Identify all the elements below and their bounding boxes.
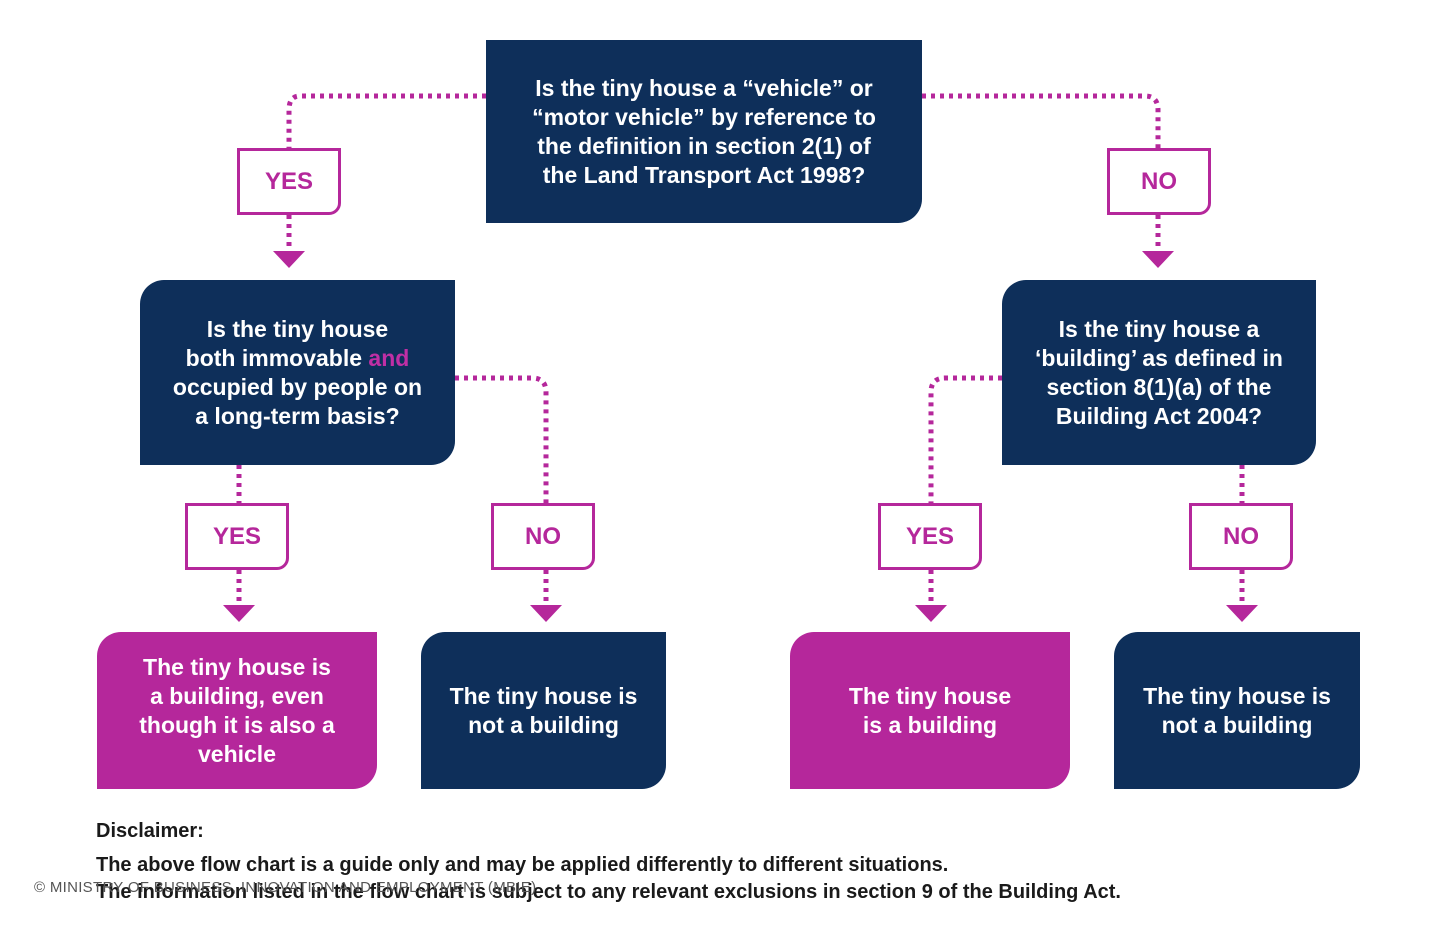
label-q1-yes-text: YES	[264, 167, 314, 195]
q2-line1: Is the tiny house	[206, 315, 389, 342]
label-q2-yes-text: YES	[212, 522, 262, 550]
disclaimer-title: Disclaimer:	[96, 820, 204, 842]
connector-q1-yes	[286, 93, 486, 148]
label-q1-no-text: NO	[1141, 167, 1177, 195]
label-q2-no-text: NO	[525, 522, 561, 550]
result-not-building-right: The tiny house is not a building	[1114, 632, 1360, 789]
connector-q3-yes	[928, 375, 1002, 503]
question-building-definition: Is the tiny house a ‘building’ as define…	[1002, 280, 1316, 465]
question-vehicle-text: Is the tiny house a “vehicle” or “motor …	[532, 74, 876, 188]
label-q3-no-text: NO	[1223, 522, 1259, 550]
question-vehicle: Is the tiny house a “vehicle” or “motor …	[486, 40, 922, 223]
disclaimer-line-2: The information listed in the flow chart…	[96, 881, 1121, 903]
connector-q2-no	[455, 375, 549, 503]
result-is-building: The tiny house is a building	[790, 632, 1070, 789]
copyright-notice: © MINISTRY OF BUSINESS, INNOVATION AND E…	[34, 879, 537, 896]
label-q2-no: NO	[491, 503, 595, 570]
connector-q1-no	[922, 93, 1161, 148]
result-not-building-left-text: The tiny house is not a building	[449, 682, 638, 738]
arrowhead-q1-yes	[273, 251, 305, 268]
disclaimer-line-1: The above flow chart is a guide only and…	[96, 854, 949, 876]
label-q1-yes: YES	[237, 148, 341, 215]
result-building-and-vehicle-text: The tiny house is a building, even thoug…	[139, 653, 335, 767]
arrowhead-q2-no	[530, 605, 562, 622]
q2-and-highlight: and	[368, 344, 410, 371]
arrowhead-q3-yes	[915, 605, 947, 622]
question-immovable: Is the tiny house both immovable and occ…	[140, 280, 455, 465]
label-q3-no: NO	[1189, 503, 1293, 570]
question-building-definition-text: Is the tiny house a ‘building’ as define…	[1035, 315, 1283, 429]
q2-line2: both immovable	[185, 344, 369, 371]
label-q2-yes: YES	[185, 503, 289, 570]
arrowhead-q2-yes	[223, 605, 255, 622]
label-q3-yes-text: YES	[905, 522, 955, 550]
arrowhead-q3-no	[1226, 605, 1258, 622]
arrowhead-q1-no	[1142, 251, 1174, 268]
label-q3-yes: YES	[878, 503, 982, 570]
q2-line4: a long-term basis?	[195, 402, 400, 429]
label-q1-no: NO	[1107, 148, 1211, 215]
result-not-building-right-text: The tiny house is not a building	[1143, 682, 1331, 738]
result-building-and-vehicle: The tiny house is a building, even thoug…	[97, 632, 377, 789]
result-is-building-text: The tiny house is a building	[848, 682, 1012, 738]
question-immovable-text: Is the tiny house both immovable and occ…	[173, 315, 422, 431]
q2-line3: occupied by people on	[172, 373, 423, 400]
result-not-building-left: The tiny house is not a building	[421, 632, 666, 789]
